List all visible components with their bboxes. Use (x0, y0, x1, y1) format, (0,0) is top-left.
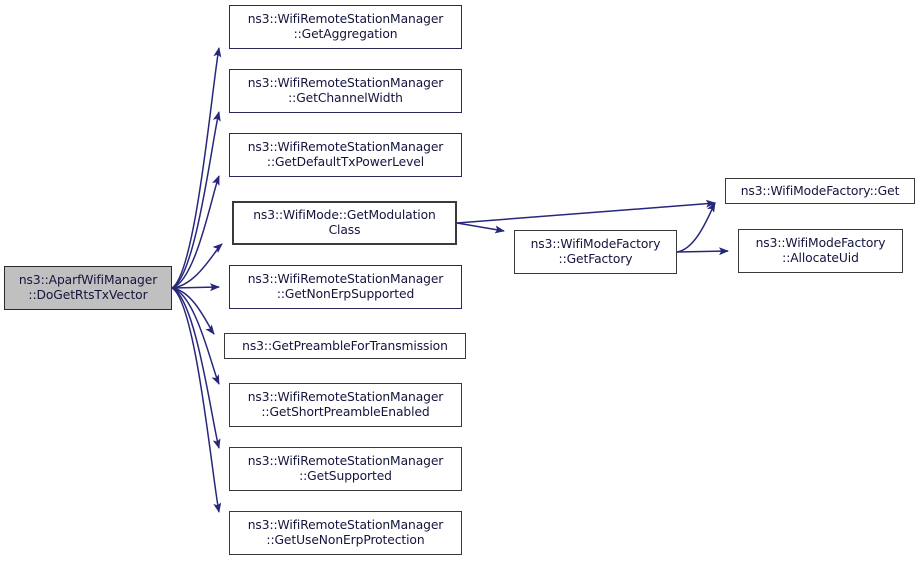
graph-edge-root-to-get_supported (171, 287, 221, 449)
graph-node-allocate_uid[interactable]: ns3::WifiModeFactory ::AllocateUid (738, 229, 903, 273)
graph-edge-get_modulation_class-to-wmf_get (456, 199, 716, 224)
graph-edge-root-to-get_use_non_erp_protection (171, 287, 222, 513)
graph-edge-root-to-get_short_preamble_enabled (171, 287, 220, 385)
graph-edge-root-to-get_aggregation (171, 47, 222, 289)
graph-node-get_non_erp_supported[interactable]: ns3::WifiRemoteStationManager ::GetNonEr… (229, 265, 462, 309)
graph-node-get_short_preamble_enabled[interactable]: ns3::WifiRemoteStationManager ::GetShort… (229, 383, 462, 427)
graph-node-get_default_tx_power_level[interactable]: ns3::WifiRemoteStationManager ::GetDefau… (229, 133, 462, 177)
graph-node-get_modulation_class[interactable]: ns3::WifiMode::GetModulation Class (232, 201, 457, 245)
graph-node-get_use_non_erp_protection[interactable]: ns3::WifiRemoteStationManager ::GetUseNo… (229, 511, 462, 555)
graph-edge-get_factory-to-allocate_uid (676, 247, 729, 256)
graph-node-get_aggregation[interactable]: ns3::WifiRemoteStationManager ::GetAggre… (229, 5, 462, 49)
graph-node-root[interactable]: ns3::AparfWifiManager ::DoGetRtsTxVector (4, 266, 172, 310)
graph-node-get_factory[interactable]: ns3::WifiModeFactory ::GetFactory (514, 230, 677, 274)
graph-edge-root-to-get_modulation_class (171, 243, 223, 289)
graph-edge-get_modulation_class-to-get_factory (456, 222, 505, 234)
graph-edge-root-to-get_channel_width (171, 111, 221, 289)
graph-node-get_channel_width[interactable]: ns3::WifiRemoteStationManager ::GetChann… (229, 69, 462, 113)
graph-edge-root-to-get_non_erp_supported (171, 283, 220, 292)
graph-node-get_supported[interactable]: ns3::WifiRemoteStationManager ::GetSuppo… (229, 447, 462, 491)
graph-edge-get_factory-to-wmf_get (676, 202, 716, 253)
graph-node-get_preamble_for_transmission[interactable]: ns3::GetPreambleForTransmission (224, 333, 466, 359)
graph-edge-root-to-get_default_tx_power_level (171, 175, 220, 289)
graph-node-wmf_get[interactable]: ns3::WifiModeFactory::Get (725, 178, 915, 204)
graph-edge-root-to-get_preamble_for_transmission (171, 287, 215, 335)
